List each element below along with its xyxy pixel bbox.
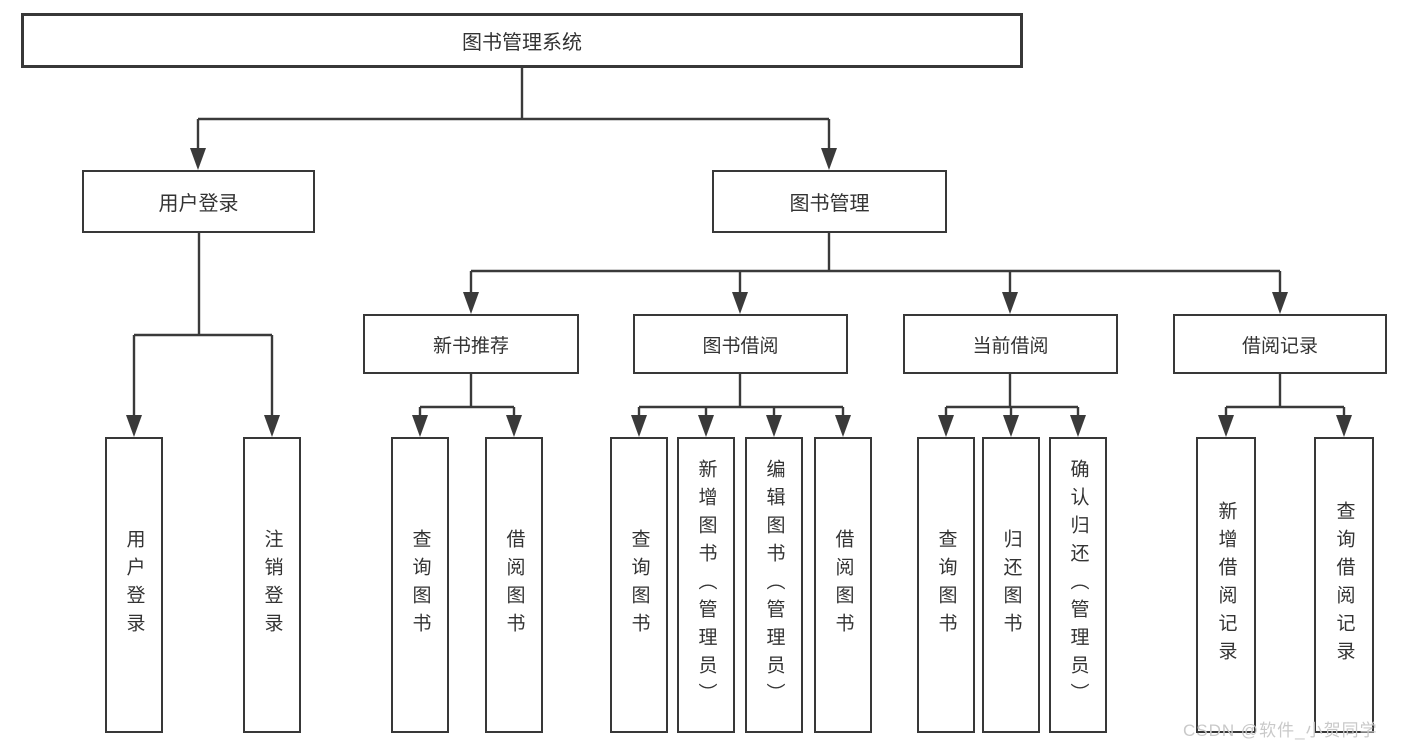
node-book-borrow-label: 图书借阅 [702,335,779,357]
leaf-edit-book-admin-label: 编辑图书（管理员） [763,459,785,711]
leaf-query-borrow-record-label: 查询借阅记录 [1333,501,1355,669]
node-current-borrow: 当前借阅 [903,314,1118,374]
node-book-management: 图书管理 [712,170,947,233]
leaf-newbooks-query-book: 查询图书 [391,437,449,733]
leaf-edit-book-admin: 编辑图书（管理员） [745,437,803,733]
node-borrow-records-label: 借阅记录 [1241,335,1318,357]
node-book-borrow: 图书借阅 [633,314,848,374]
leaf-user-login: 用户登录 [105,437,163,733]
arrowheads [126,148,1352,437]
node-current-borrow-label: 当前借阅 [972,335,1049,357]
leaf-borrow-borrow-book: 借阅图书 [814,437,872,733]
leaf-confirm-return-admin: 确认归还（管理员） [1049,437,1107,733]
connector-currentborrow-to-leaves [944,374,1080,419]
connector-newbooks-to-leaves [418,374,516,419]
node-user-login-label: 用户登录 [158,193,239,215]
csdn-watermark: CSDN @软件_小贺同学 [1183,721,1378,740]
node-root: 图书管理系统 [21,13,1023,68]
node-root-label: 图书管理系统 [462,32,582,54]
leaf-user-login-label: 用户登录 [123,529,145,641]
leaf-current-query-book-label: 查询图书 [935,529,957,641]
leaf-return-book: 归还图书 [982,437,1040,733]
leaf-add-borrow-record: 新增借阅记录 [1196,437,1256,733]
leaf-return-book-label: 归还图书 [1000,529,1022,641]
leaf-add-borrow-record-label: 新增借阅记录 [1215,501,1237,669]
leaf-query-borrow-record: 查询借阅记录 [1314,437,1374,733]
leaf-newbooks-query-book-label: 查询图书 [409,529,431,641]
connector-userlogin-to-leaves [132,233,274,419]
leaf-confirm-return-admin-label: 确认归还（管理员） [1067,459,1089,711]
leaf-borrow-borrow-book-label: 借阅图书 [832,529,854,641]
node-new-book-recommend-label: 新书推荐 [432,335,509,357]
leaf-logout: 注销登录 [243,437,301,733]
leaf-newbooks-borrow-book-label: 借阅图书 [503,529,525,641]
node-new-book-recommend: 新书推荐 [363,314,579,374]
leaf-add-book-admin: 新增图书（管理员） [677,437,735,733]
connector-borrowrecords-to-leaves [1224,374,1346,419]
leaf-borrow-query-book-label: 查询图书 [628,529,650,641]
leaf-newbooks-borrow-book: 借阅图书 [485,437,543,733]
connector-bookmgmt-to-level3 [469,233,1282,296]
node-borrow-records: 借阅记录 [1173,314,1387,374]
leaf-current-query-book: 查询图书 [917,437,975,733]
connector-bookborrow-to-leaves [637,374,845,419]
leaf-add-book-admin-label: 新增图书（管理员） [695,459,717,711]
connector-root-to-level2 [196,68,831,152]
leaf-logout-label: 注销登录 [261,529,283,641]
node-user-login: 用户登录 [82,170,315,233]
node-book-management-label: 图书管理 [789,193,870,215]
leaf-borrow-query-book: 查询图书 [610,437,668,733]
